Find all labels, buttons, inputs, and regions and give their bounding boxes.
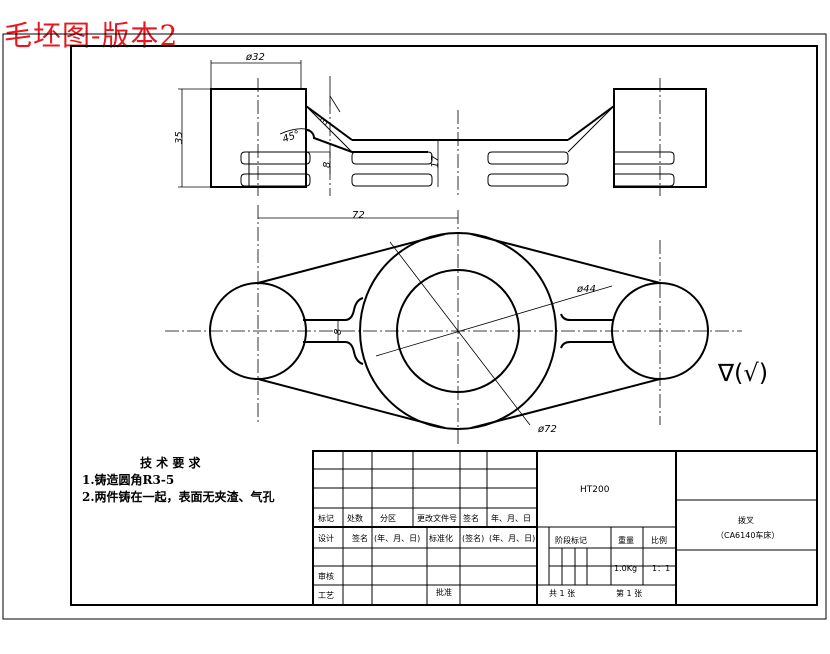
- part-name: 拨叉: [738, 515, 754, 525]
- sheets-total: 共 1 张: [549, 589, 575, 598]
- tech-req-item-1: 1.铸造圆角R3-5: [82, 472, 174, 487]
- scale-value: 1：1: [652, 564, 670, 573]
- material: HT200: [580, 485, 610, 495]
- review-label: 审核: [318, 571, 334, 581]
- approve-label: 批准: [436, 587, 452, 597]
- dim-d72: ø72: [537, 424, 557, 435]
- tech-req-item-2: 2.两件铸在一起，表面无夹渣、气孔: [82, 489, 275, 504]
- rev-header-mark: 标记: [318, 513, 334, 523]
- title-block: [312, 450, 818, 606]
- outer-frame: [2, 33, 827, 620]
- sig-sign: 签名: [352, 533, 368, 543]
- front-view: [165, 205, 742, 445]
- dim-w17: 17: [430, 155, 441, 168]
- dim-l72: 72: [352, 210, 365, 221]
- rev-header-docno: 更改文件号: [417, 513, 457, 523]
- dim-d44: ø44: [576, 284, 596, 295]
- rev-header-count: 处数: [347, 513, 363, 523]
- dim-d32: ø32: [245, 52, 265, 63]
- sig-standard: 标准化: [429, 533, 453, 543]
- dim-w8-top: 8: [322, 162, 333, 168]
- dim-a45: 45°: [281, 129, 301, 145]
- sig-design: 设计: [318, 533, 334, 543]
- rev-header-date: 年、月、日: [491, 513, 531, 523]
- stage-label: 阶段标记: [555, 535, 587, 545]
- sheet-number: 第 1 张: [616, 588, 642, 598]
- rev-header-sign: 签名: [463, 513, 479, 523]
- part-sub: （CA6140车床）: [716, 530, 779, 540]
- process-label: 工艺: [318, 591, 334, 600]
- sig-date2: (年、月、日): [489, 533, 535, 543]
- tech-req-heading: 技 术 要 求: [140, 455, 202, 470]
- sig-sign2: (签名): [462, 533, 484, 543]
- sig-date: (年、月、日): [374, 533, 420, 543]
- weight-label: 重量: [618, 535, 634, 545]
- weight-value: 1.0Kg: [614, 564, 637, 573]
- dim-r3: 3: [319, 116, 332, 127]
- roughness-symbol: ∇(√): [717, 359, 768, 387]
- dim-w8-front: 8: [333, 329, 344, 335]
- dim-h35: 35: [174, 131, 185, 144]
- top-view: [178, 60, 707, 196]
- scale-label: 比例: [651, 535, 667, 545]
- rev-header-zone: 分区: [380, 514, 396, 523]
